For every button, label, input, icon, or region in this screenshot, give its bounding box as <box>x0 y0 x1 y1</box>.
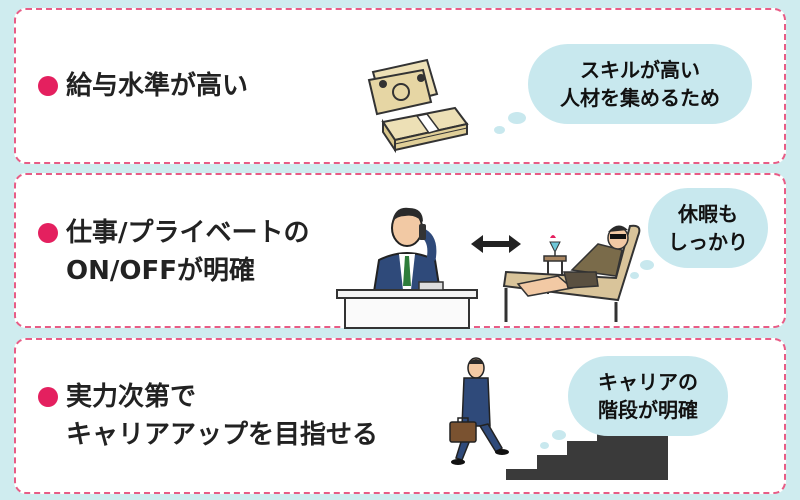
bubble-line: キャリアの <box>598 370 698 394</box>
bubble-line: 階段が明確 <box>598 398 698 422</box>
thought-bubble-worklife: 休暇も しっかり <box>648 188 768 268</box>
benefit-heading-salary: 給与水準が高い <box>38 67 248 105</box>
heading-line: 給与水準が高い <box>66 71 249 101</box>
bubble-line: スキルが高い <box>580 58 700 82</box>
heading-line: 仕事/プライベートの <box>66 218 310 248</box>
bubble-line: 人材を集めるため <box>560 86 720 110</box>
heading-line: キャリアアップを目指せる <box>66 420 379 450</box>
bubble-line: しっかり <box>668 230 748 254</box>
bullet-dot-icon <box>38 223 58 243</box>
bullet-dot-icon <box>38 387 58 407</box>
bubble-tail <box>494 126 505 134</box>
heading-line: 実力次第で <box>66 382 197 412</box>
relaxing-person-icon <box>502 224 641 322</box>
double-arrow-icon <box>471 235 521 253</box>
bullet-dot-icon <box>38 76 58 96</box>
bubble-tail <box>508 112 526 124</box>
benefit-heading-career: 実力次第で キャリアアップを目指せる <box>38 378 378 454</box>
bubble-tail <box>540 442 549 449</box>
thought-bubble-career: キャリアの 階段が明確 <box>568 356 728 436</box>
money-icon <box>367 58 469 154</box>
thought-bubble-salary: スキルが高い 人材を集めるため <box>528 44 752 124</box>
bubble-tail <box>640 260 654 270</box>
heading-line: ON/OFFが明確 <box>66 256 255 286</box>
office-worker-icon <box>336 207 478 329</box>
bubble-tail <box>552 430 566 440</box>
bubble-tail <box>630 272 639 279</box>
bubble-line: 休暇も <box>678 202 738 226</box>
benefit-heading-worklife: 仕事/プライベートの ON/OFFが明確 <box>38 214 310 290</box>
